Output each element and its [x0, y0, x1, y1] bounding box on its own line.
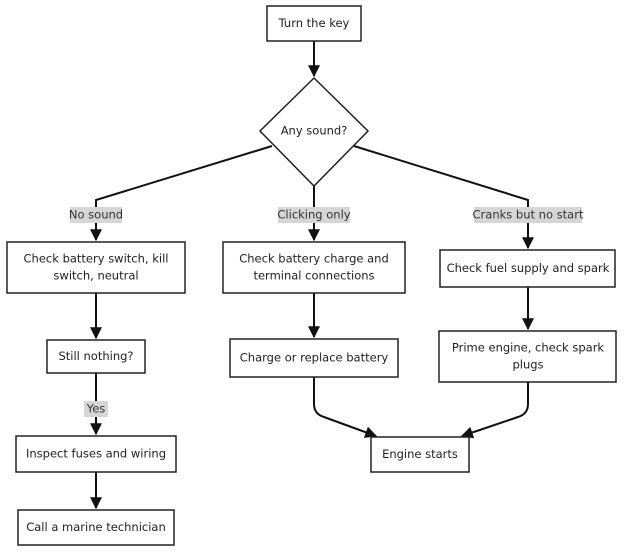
- edge-label-no-sound: No sound: [69, 207, 123, 223]
- node-call-technician-label: Call a marine technician: [26, 520, 166, 534]
- node-any-sound-decision: Any sound?: [258, 76, 370, 188]
- edge-label-cranks-no-start: Cranks but no start: [473, 207, 584, 223]
- node-check-battery-switch: Check battery switch, kill switch, neutr…: [6, 241, 186, 294]
- node-check-fuel-supply: Check fuel supply and spark: [439, 249, 616, 288]
- node-engine-starts: Engine starts: [370, 436, 470, 473]
- node-charge-or-replace: Charge or replace battery: [229, 338, 399, 378]
- node-turn-the-key-label: Turn the key: [278, 16, 350, 30]
- edge-label-yes-text: Yes: [86, 402, 106, 416]
- edge-label-cranks-no-start-text: Cranks but no start: [473, 208, 584, 222]
- node-any-sound-label: Any sound?: [281, 124, 348, 138]
- node-turn-the-key: Turn the key: [266, 5, 362, 42]
- node-check-battery-charge: Check battery charge and terminal connec…: [222, 241, 406, 294]
- node-prime-engine-line1: Prime engine, check spark: [452, 341, 605, 355]
- node-prime-engine: Prime engine, check spark plugs: [438, 330, 617, 383]
- edge-anysound-to-cranks: [353, 145, 534, 250]
- node-engine-starts-label: Engine starts: [382, 447, 458, 461]
- node-check-battery-switch-line2: switch, neutral: [53, 269, 138, 283]
- edge-label-clicking-only-text: Clicking only: [277, 208, 350, 222]
- node-prime-engine-line2: plugs: [512, 358, 543, 372]
- node-check-fuel-supply-label: Check fuel supply and spark: [447, 261, 610, 275]
- node-still-nothing: Still nothing?: [46, 339, 146, 374]
- node-inspect-fuses-label: Inspect fuses and wiring: [26, 447, 166, 461]
- edge-anysound-to-nosound: [90, 145, 273, 242]
- edge-label-no-sound-text: No sound: [69, 208, 123, 222]
- node-inspect-fuses: Inspect fuses and wiring: [15, 435, 177, 473]
- edge-label-clicking-only: Clicking only: [277, 207, 351, 223]
- node-check-battery-charge-line1: Check battery charge and: [239, 252, 389, 266]
- edge-label-yes: Yes: [84, 401, 108, 417]
- edge-prime-to-enginestarts: [460, 382, 529, 439]
- edge-charge-to-enginestarts: [313, 377, 378, 438]
- node-check-battery-switch-line1: Check battery switch, kill: [24, 252, 169, 266]
- node-still-nothing-label: Still nothing?: [58, 349, 133, 363]
- node-check-battery-charge-line2: terminal connections: [253, 269, 374, 283]
- node-charge-or-replace-label: Charge or replace battery: [240, 351, 389, 365]
- node-call-technician: Call a marine technician: [17, 509, 175, 546]
